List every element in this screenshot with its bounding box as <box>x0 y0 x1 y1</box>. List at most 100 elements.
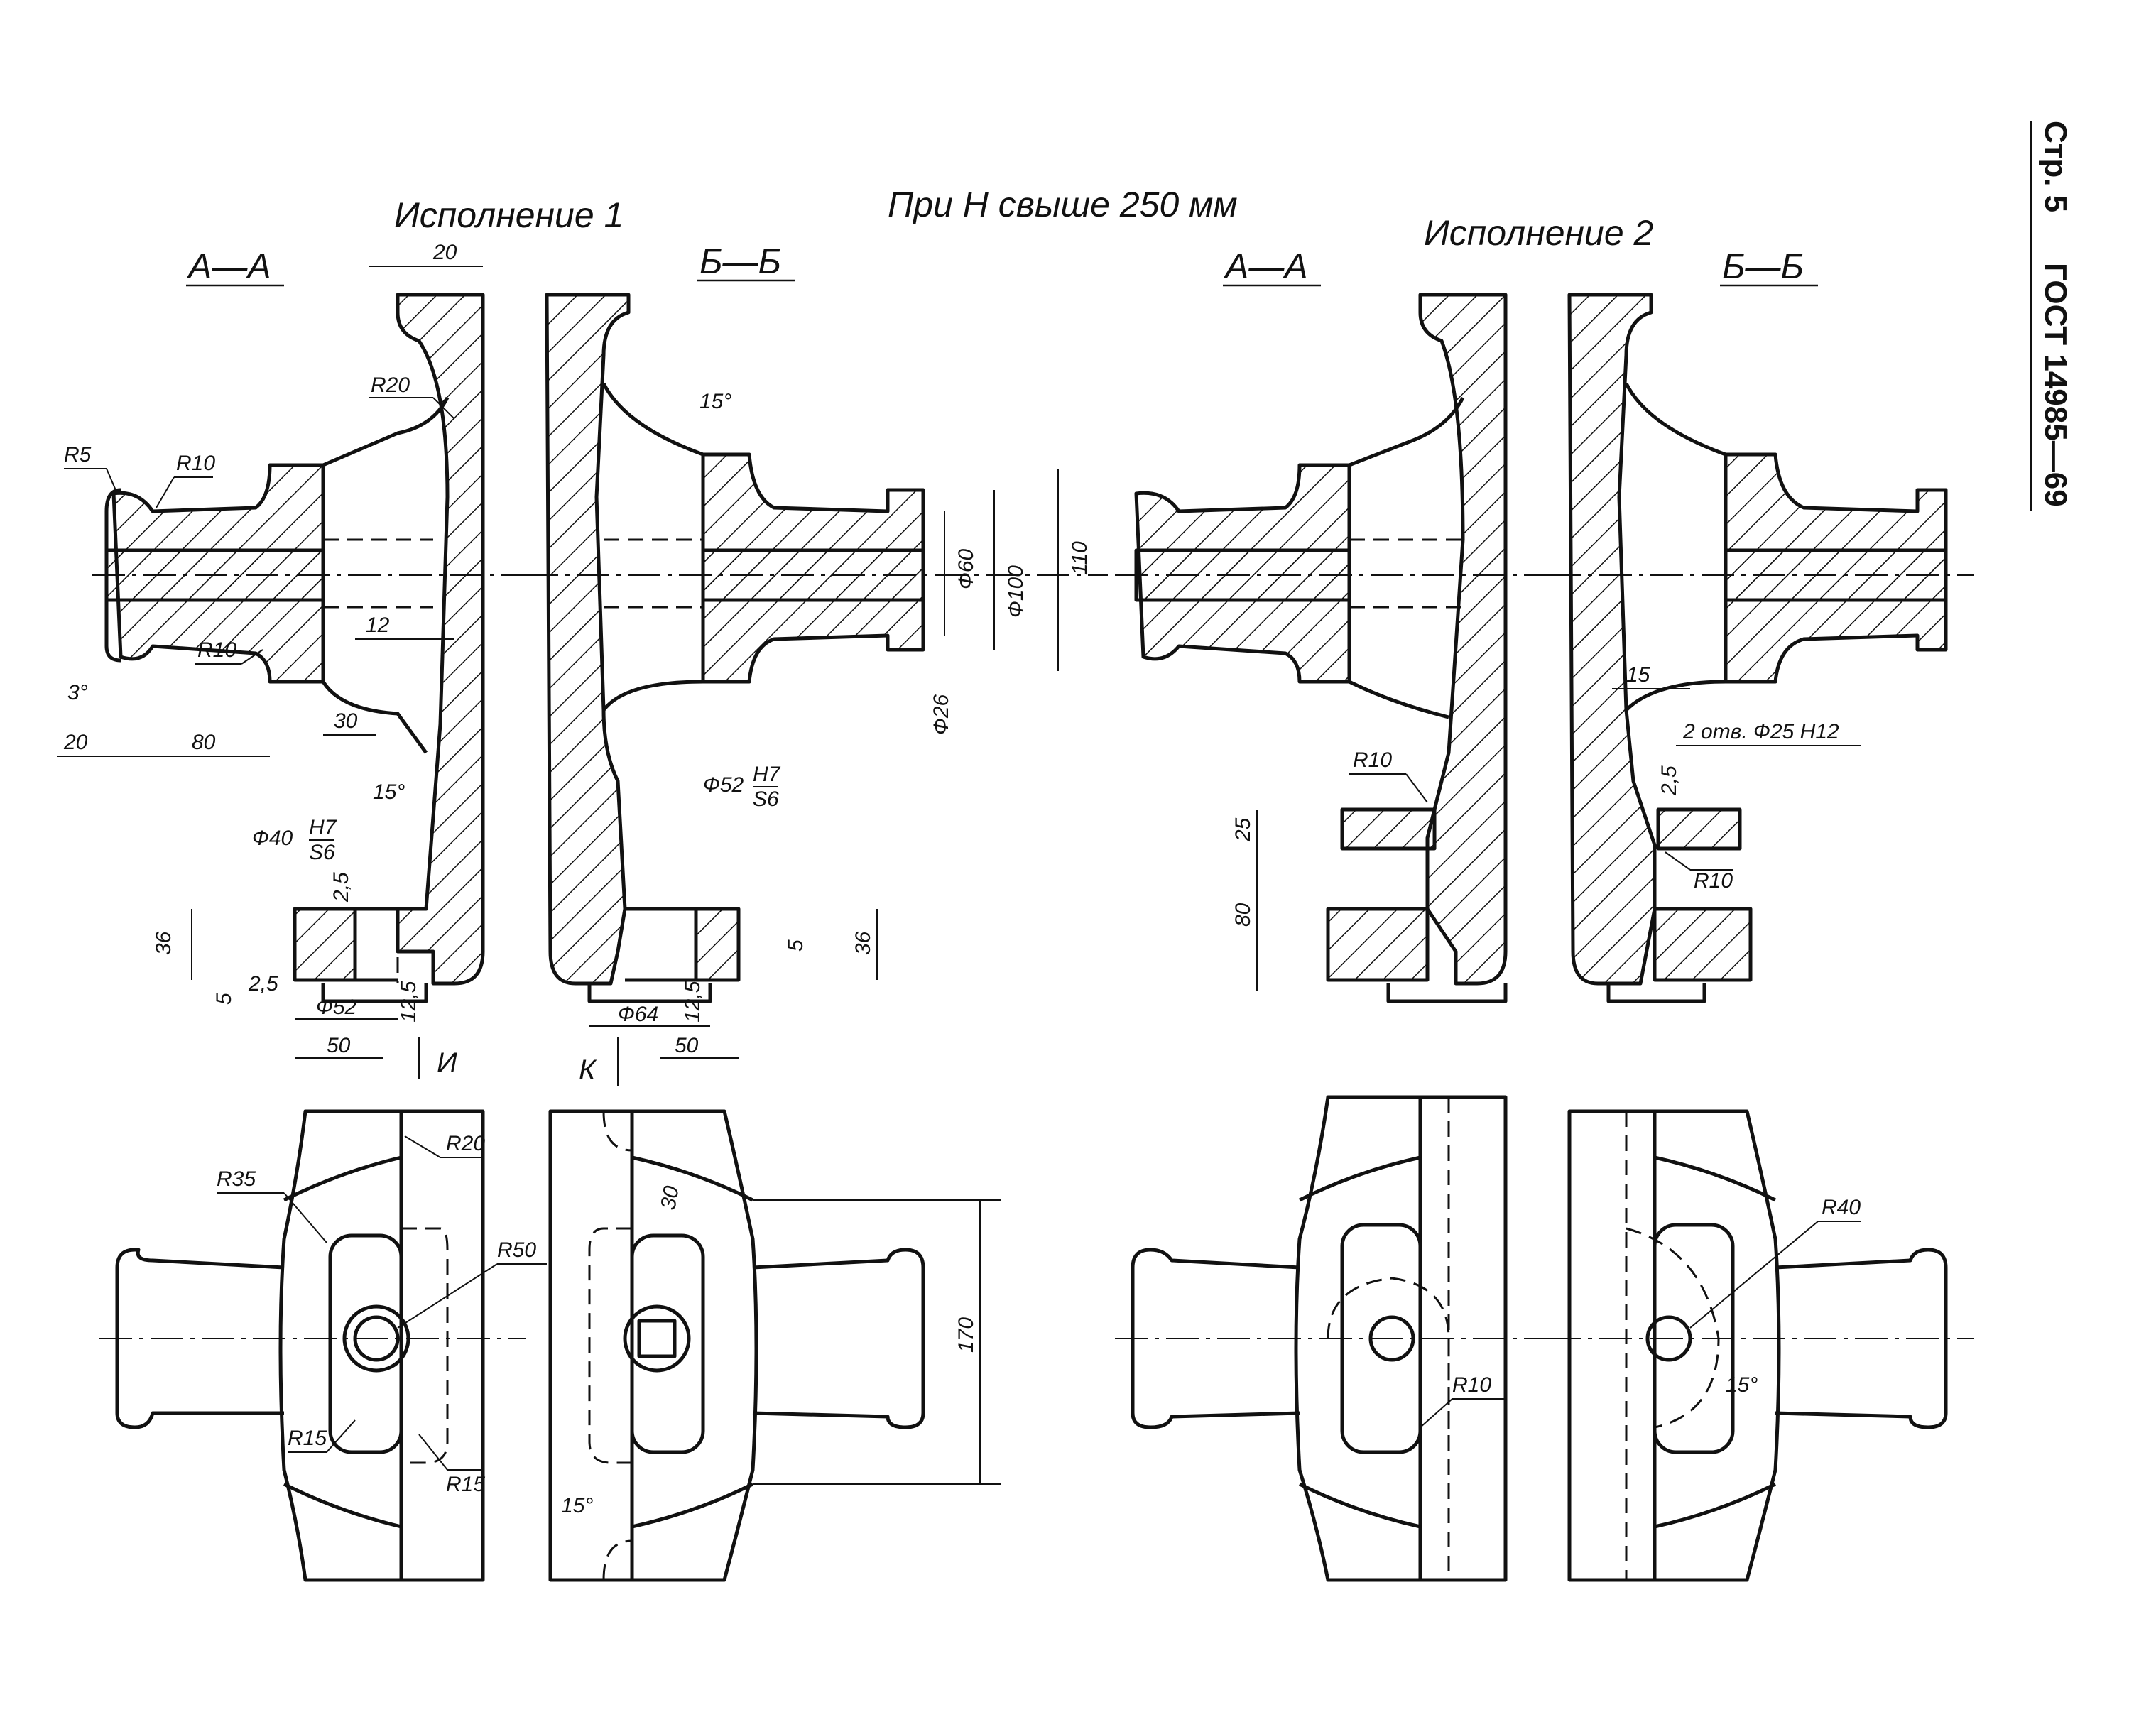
body <box>1567 1109 1781 1582</box>
page-header: Стр. 5 ГОСТ 14985—69 <box>2038 121 2073 507</box>
svg-text:R40: R40 <box>1822 1196 1861 1219</box>
bottom-boss-outline <box>587 907 712 1003</box>
page-number: Стр. 5 <box>2038 121 2073 212</box>
svg-text:R10: R10 <box>1353 748 1392 772</box>
svg-text:30: 30 <box>334 709 358 733</box>
hidden-arc <box>1626 1227 1720 1429</box>
body <box>548 1109 758 1582</box>
svg-text:15°: 15° <box>1726 1373 1758 1397</box>
plate <box>1418 293 1508 986</box>
svg-text:R10: R10 <box>197 638 236 662</box>
lug-upper <box>1656 807 1742 851</box>
svg-text:170: 170 <box>954 1317 978 1353</box>
section-bb-v1: Б—Б <box>699 241 781 281</box>
v2-section-bb <box>1548 293 1974 1003</box>
pocket <box>630 1233 705 1454</box>
v2-plan-view-b <box>1548 1109 1974 1582</box>
hub-fillet-top <box>601 382 704 457</box>
svg-text:2,5: 2,5 <box>248 972 278 996</box>
svg-text:50: 50 <box>675 1034 699 1057</box>
body <box>1294 1095 1508 1582</box>
svg-text:2 отв. Ф25 Н12: 2 отв. Ф25 Н12 <box>1682 720 1839 743</box>
plate <box>396 293 485 986</box>
svg-text:H7: H7 <box>309 816 337 839</box>
svg-text:R20: R20 <box>446 1132 485 1155</box>
view-label-k: К <box>579 1054 597 1086</box>
svg-text:Ф100: Ф100 <box>1004 565 1028 618</box>
bottom-boss-left <box>293 907 357 982</box>
bore-square <box>637 1319 677 1358</box>
shaft-left <box>115 1248 285 1429</box>
svg-text:80: 80 <box>1231 903 1255 927</box>
shaft-right <box>752 1248 925 1429</box>
svg-text:2,5: 2,5 <box>330 872 353 903</box>
svg-text:S6: S6 <box>309 841 335 864</box>
hidden-arc <box>1327 1277 1450 1441</box>
section-aa-v2: А—А <box>1223 246 1308 286</box>
svg-text:12: 12 <box>366 614 390 637</box>
svg-text:15°: 15° <box>699 390 731 413</box>
svg-text:30: 30 <box>656 1184 683 1211</box>
svg-text:3°: 3° <box>67 681 88 704</box>
svg-text:20: 20 <box>432 241 457 264</box>
shaft-right <box>1775 1248 1948 1429</box>
variant-1-title: Исполнение 1 <box>394 195 624 235</box>
v2-section-aa <box>1115 293 1548 1003</box>
shaft-bore <box>104 548 325 602</box>
bottom-boss-outline <box>321 907 428 1003</box>
plate <box>1567 293 1657 986</box>
bottom-outline <box>1606 983 1706 1003</box>
svg-text:110: 110 <box>1068 541 1091 575</box>
svg-text:12,5: 12,5 <box>681 981 704 1023</box>
svg-text:R10: R10 <box>1694 869 1733 893</box>
hidden-fillets <box>602 1111 633 1581</box>
svg-text:H7: H7 <box>753 763 781 786</box>
hub-fillet-bottom <box>1348 680 1449 719</box>
transition-lines <box>1298 1155 1421 1529</box>
transition-lines <box>631 1155 754 1529</box>
v1-section-bb <box>526 293 1108 1003</box>
svg-text:12,5: 12,5 <box>397 981 420 1023</box>
svg-text:R35: R35 <box>217 1167 256 1191</box>
svg-text:25: 25 <box>1231 817 1255 842</box>
transition-lines <box>283 1155 402 1529</box>
plate <box>545 293 631 986</box>
standard-number: ГОСТ 14985—69 <box>2038 263 2073 507</box>
hub-fillet-bottom <box>602 680 704 712</box>
shaft-left <box>1131 1248 1300 1429</box>
pocket <box>328 1233 403 1454</box>
hub-fillet-bottom <box>321 680 428 754</box>
svg-text:S6: S6 <box>753 787 779 811</box>
svg-text:Ф40: Ф40 <box>252 827 293 850</box>
bottom-boss-right <box>694 907 741 982</box>
v2-plan-view-a <box>1115 1095 1548 1582</box>
svg-text:2,5: 2,5 <box>1657 765 1681 796</box>
transition-lines <box>1654 1155 1777 1529</box>
hub-fillet-top <box>1349 396 1465 467</box>
svg-text:R10: R10 <box>1452 1373 1491 1397</box>
bore-outer <box>623 1304 691 1373</box>
svg-text:Ф26: Ф26 <box>930 694 953 735</box>
caption: При Н свыше 250 мм <box>888 185 1238 224</box>
svg-text:15°: 15° <box>373 780 405 804</box>
section-bb-v2: Б—Б <box>1722 246 1804 286</box>
svg-text:20: 20 <box>63 731 88 754</box>
svg-text:R5: R5 <box>64 443 92 467</box>
svg-text:Ф64: Ф64 <box>618 1003 658 1026</box>
hub-fillet-top <box>322 396 450 467</box>
bottom-outline <box>1386 983 1508 1003</box>
v1-section-aa <box>92 293 526 1003</box>
v1-plan-view-i <box>99 1109 526 1582</box>
svg-text:R10: R10 <box>176 452 215 475</box>
svg-text:Ф52: Ф52 <box>316 996 357 1019</box>
svg-text:R15: R15 <box>288 1427 327 1450</box>
svg-text:80: 80 <box>192 731 216 754</box>
lug-lower <box>1653 907 1753 982</box>
svg-text:36: 36 <box>851 931 875 955</box>
section-aa-v1: А—А <box>186 246 271 286</box>
svg-text:Ф60: Ф60 <box>954 548 978 589</box>
v2-plan-dimensions: R10 R40 15° <box>1420 1196 1861 1428</box>
svg-text:15: 15 <box>1626 663 1650 687</box>
